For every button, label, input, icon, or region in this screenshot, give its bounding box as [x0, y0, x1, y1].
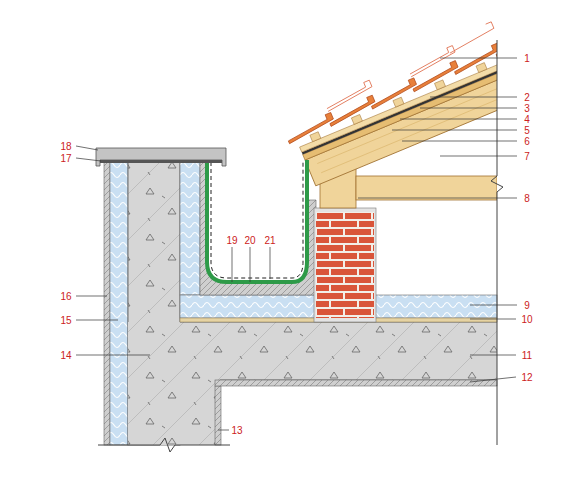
callout-number: 18	[59, 141, 72, 152]
callout-number: 19	[225, 235, 238, 246]
callout-number: 20	[243, 235, 256, 246]
callout-number: 8	[523, 193, 531, 204]
callout-number: 5	[523, 125, 531, 136]
callout-number: 13	[230, 425, 243, 436]
callout-number: 6	[523, 136, 531, 147]
callout-number: 12	[520, 372, 533, 383]
callout-number: 3	[523, 103, 531, 114]
callout-number: 16	[59, 291, 72, 302]
callout-number: 9	[523, 300, 531, 311]
callout-number: 10	[520, 314, 533, 325]
callout-number: 15	[59, 315, 72, 326]
callout-number: 4	[523, 114, 531, 125]
callout-number: 7	[523, 151, 531, 162]
callout-number: 2	[523, 92, 531, 103]
callout-number: 11	[521, 350, 533, 361]
callout-number: 14	[59, 350, 72, 361]
callout-number: 17	[59, 153, 72, 164]
callout-number: 21	[263, 235, 276, 246]
callout-number: 1	[523, 53, 531, 64]
